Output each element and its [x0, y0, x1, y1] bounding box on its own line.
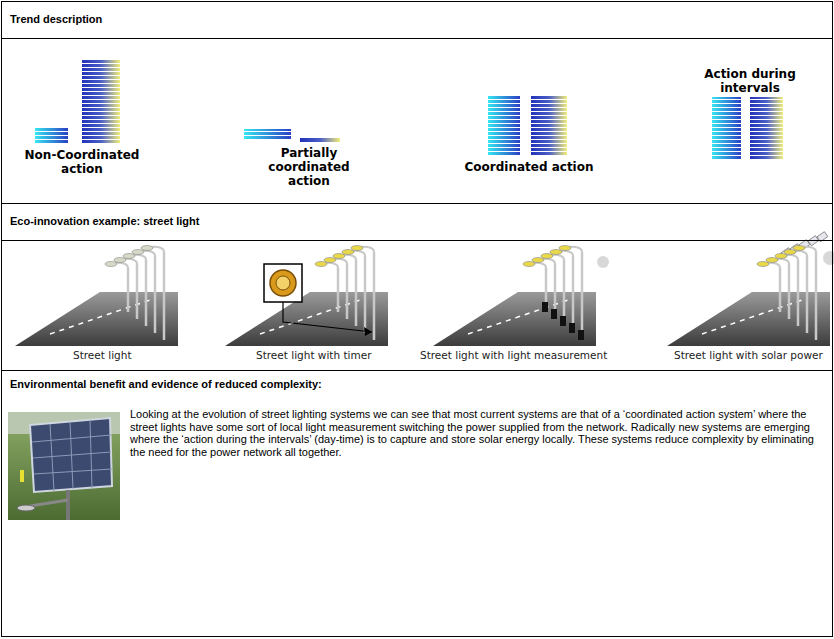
section-heading: Trend description [10, 13, 102, 25]
benefit-panel: Environmental benefit and evidence of re… [1, 370, 833, 637]
section-heading: Eco-innovation example: street light [10, 215, 199, 227]
trend-label: Coordinated action [459, 160, 599, 174]
body-text: Looking at the evolution of street light… [130, 408, 826, 458]
street-scene [433, 246, 609, 347]
street-scene [667, 232, 834, 346]
image-caption: Street light with solar power [674, 349, 823, 361]
timer-icon [264, 264, 372, 336]
image-caption: Street light with timer [256, 349, 372, 361]
section-heading: Environmental benefit and evidence of re… [10, 378, 322, 390]
trend-label: Action during intervals [685, 67, 815, 95]
example-row: Street light Street light with timer Stree… [1, 240, 833, 371]
street-scene [15, 246, 178, 347]
trend-bars [35, 60, 783, 159]
header-row: Eco-innovation example: street light [1, 203, 833, 241]
trend-label: Non-Coordinated action [7, 148, 157, 176]
trend-label: Partially coordinated action [249, 146, 369, 188]
header-row: Trend description [1, 1, 833, 39]
street-scene [225, 246, 388, 347]
solar-photo [8, 412, 120, 520]
street-scenes [15, 232, 834, 346]
image-caption: Street light [73, 349, 132, 361]
image-caption: Street light with light measurement [420, 349, 607, 361]
trend-row: Non-Coordinated action Partially coordina… [1, 38, 833, 204]
